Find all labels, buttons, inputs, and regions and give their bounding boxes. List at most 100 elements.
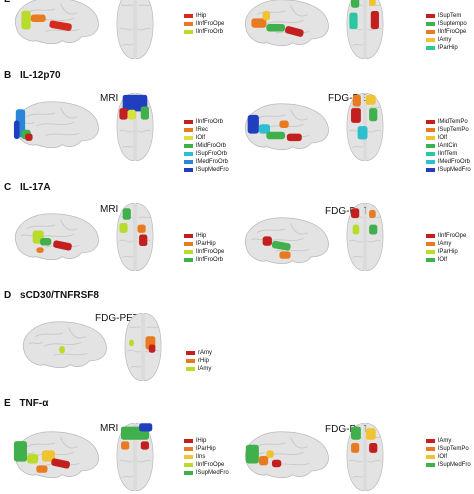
legend-label: lInfFroOrb (196, 29, 224, 35)
legend-item: lSupTem (426, 12, 467, 20)
left-hemisphere (124, 312, 143, 382)
legend-item: lOlf (184, 134, 229, 142)
legend-item: rHip (186, 357, 212, 365)
region-highlight (21, 10, 31, 30)
legend-swatch (426, 144, 435, 148)
sulcus-line (256, 10, 286, 16)
sulcus-line (122, 43, 133, 46)
legend-item: lParHip (426, 44, 467, 52)
panel-a-mri-lateral-brain (14, 0, 99, 44)
legend-swatch (184, 471, 193, 475)
region-highlight (122, 208, 131, 220)
legend-label: lOlf (438, 257, 447, 263)
legend-item: lSupMedFro (426, 461, 471, 469)
region-highlight (266, 131, 285, 140)
panel-e-label: E TNF-α (4, 398, 48, 409)
region-highlight (40, 238, 52, 246)
region-highlight (49, 20, 72, 31)
legend-label: lSupTemPo (438, 127, 469, 133)
legend-swatch (426, 242, 435, 246)
region-highlight (262, 236, 272, 246)
legend-swatch (186, 359, 195, 363)
panel-d-label: D sCD30/TNFRSF8 (4, 290, 99, 301)
panel-c-mri-top-brain (116, 202, 154, 272)
panel-a-mri-top-brain (116, 0, 154, 60)
panel-c-mri-title: MRI (100, 204, 119, 215)
region-highlight (369, 0, 376, 7)
left-hemisphere (116, 202, 135, 272)
legend-swatch (426, 38, 435, 42)
brain-outline (22, 321, 107, 368)
region-highlight (27, 454, 39, 464)
sulcus-line (275, 249, 310, 252)
legend-swatch (426, 439, 435, 443)
region-highlight (351, 443, 360, 453)
legend-label: lInfFroOpe (438, 233, 467, 239)
legend-label: lSupTem (438, 13, 462, 19)
legend-swatch (184, 144, 193, 148)
panel-b-mri-top-brain (116, 92, 154, 162)
legend-label: rHip (198, 358, 210, 364)
legend-label: lMedFroOrb (196, 159, 229, 165)
legend-label: lSupFroOrb (196, 151, 228, 157)
sulcus-line (290, 437, 308, 449)
region-highlight (351, 426, 361, 440)
legend-swatch (426, 258, 435, 262)
legend-item: lSupMedFro (184, 166, 229, 174)
legend-swatch (426, 250, 435, 254)
region-highlight (370, 11, 379, 30)
legend-item: lHip (184, 12, 224, 20)
legend-item: lInfFroOpe (184, 20, 224, 28)
legend-label: lInfTem (438, 151, 458, 157)
sulcus-line (350, 106, 363, 109)
region-highlight (140, 106, 149, 120)
sulcus-line (45, 29, 80, 32)
panel-c-letter: C (4, 182, 12, 193)
panel-b-pet-title: FDG-PET (328, 93, 372, 104)
legend-label: rAmy (198, 350, 212, 356)
region-highlight (129, 339, 134, 347)
legend-item: lParHip (184, 445, 229, 453)
legend-label: lSupMedFro (196, 470, 229, 476)
region-highlight (369, 209, 376, 219)
legend-swatch (426, 152, 435, 156)
region-highlight (286, 133, 302, 142)
panel-e-letter: E (4, 398, 11, 409)
sulcus-line (290, 5, 308, 17)
sulcus-line (138, 216, 151, 219)
legend-swatch (426, 463, 435, 467)
region-highlight (122, 94, 148, 112)
legend-item: lSupTemPo (426, 126, 471, 134)
brain-outline (14, 431, 99, 478)
region-highlight (352, 94, 361, 107)
legend-item: lSupTemPo (426, 445, 471, 453)
legend-swatch (184, 168, 193, 172)
panel-e-pet-title: FDG-PET (325, 424, 369, 435)
sulcus-line (256, 442, 286, 448)
region-highlight (137, 224, 146, 233)
sulcus-line (120, 4, 133, 7)
legend-swatch (184, 22, 193, 26)
legend-swatch (184, 439, 193, 443)
region-highlight (369, 224, 378, 235)
legend-swatch (184, 30, 193, 34)
sulcus-line (266, 19, 304, 25)
sulcus-line (119, 459, 133, 463)
panel-c-mri-lateral-brain (14, 213, 99, 260)
legend-label: lAmy (438, 438, 452, 444)
sulcus-line (26, 224, 56, 230)
legend-item: lParHip (426, 248, 466, 256)
legend-item: rAmy (186, 349, 212, 357)
legend-item: lInfFroOpe (184, 461, 229, 469)
sulcus-line (60, 219, 78, 231)
region-highlight (25, 133, 33, 141)
legend-label: lOlf (438, 135, 447, 141)
legend-label: lInfFroOpe (196, 462, 225, 468)
region-highlight (119, 108, 128, 120)
region-highlight (139, 234, 148, 247)
